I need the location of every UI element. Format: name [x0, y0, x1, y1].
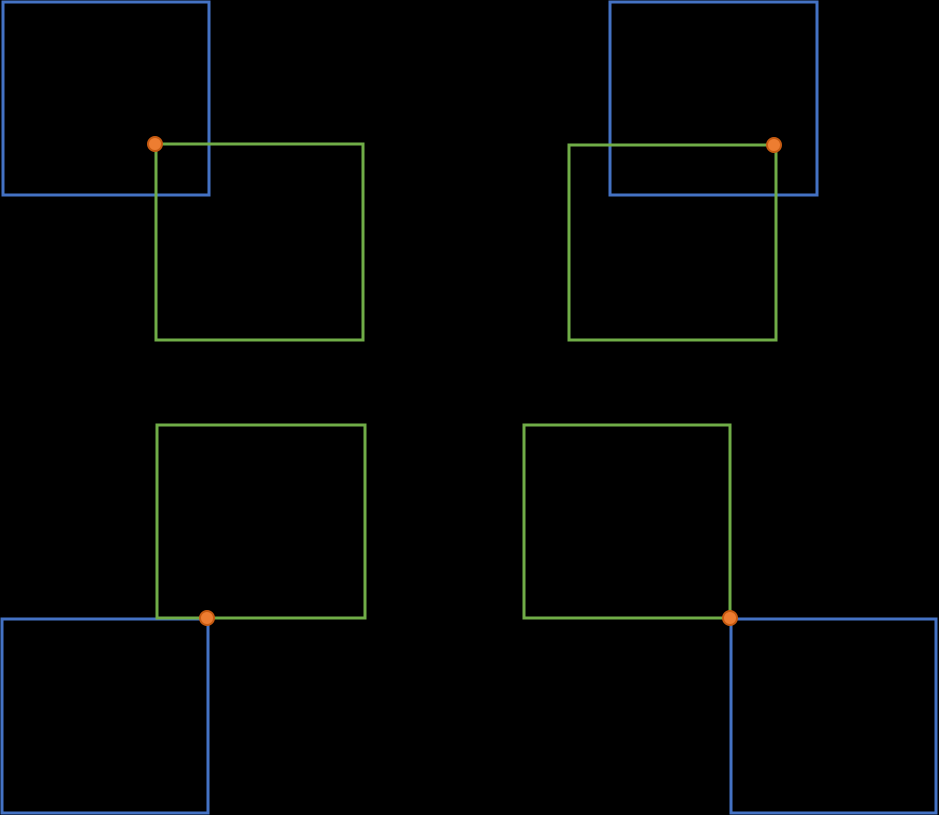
green-rectangle [154, 142, 365, 342]
corner-dot [722, 610, 738, 626]
green-rectangle [567, 143, 778, 342]
blue-rectangle [729, 617, 938, 815]
panel-top-right [567, 0, 819, 342]
corner-dot [766, 137, 782, 153]
blue-rectangle [1, 0, 211, 197]
green-rectangle [155, 423, 367, 620]
blue-rectangle [608, 0, 819, 197]
panel-top-left [1, 0, 365, 342]
corner-dot [147, 136, 163, 152]
green-rectangle [522, 423, 732, 620]
corner-dot [199, 610, 215, 626]
panel-bottom-left [0, 423, 367, 815]
blue-rectangle [0, 617, 210, 815]
panel-bottom-right [522, 423, 938, 815]
